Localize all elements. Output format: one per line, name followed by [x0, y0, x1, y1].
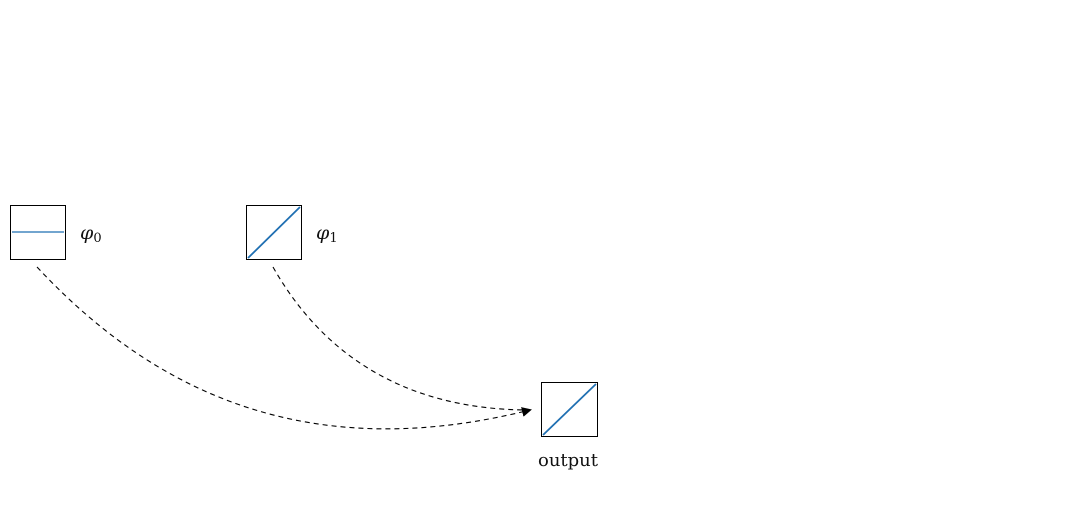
output-linear-plot [542, 383, 597, 436]
node-output: output [538, 382, 599, 471]
node-output-label: output [538, 450, 599, 471]
node-phi1-label: φ1 [316, 222, 338, 246]
node-phi1: φ1 [246, 205, 338, 260]
edge-phi0-to-output [36, 266, 532, 430]
node-phi0: φ0 [10, 205, 102, 260]
linear-basis-plot [247, 206, 301, 259]
edge-phi1-to-output [272, 266, 531, 411]
node-phi0-label: φ0 [80, 222, 102, 246]
